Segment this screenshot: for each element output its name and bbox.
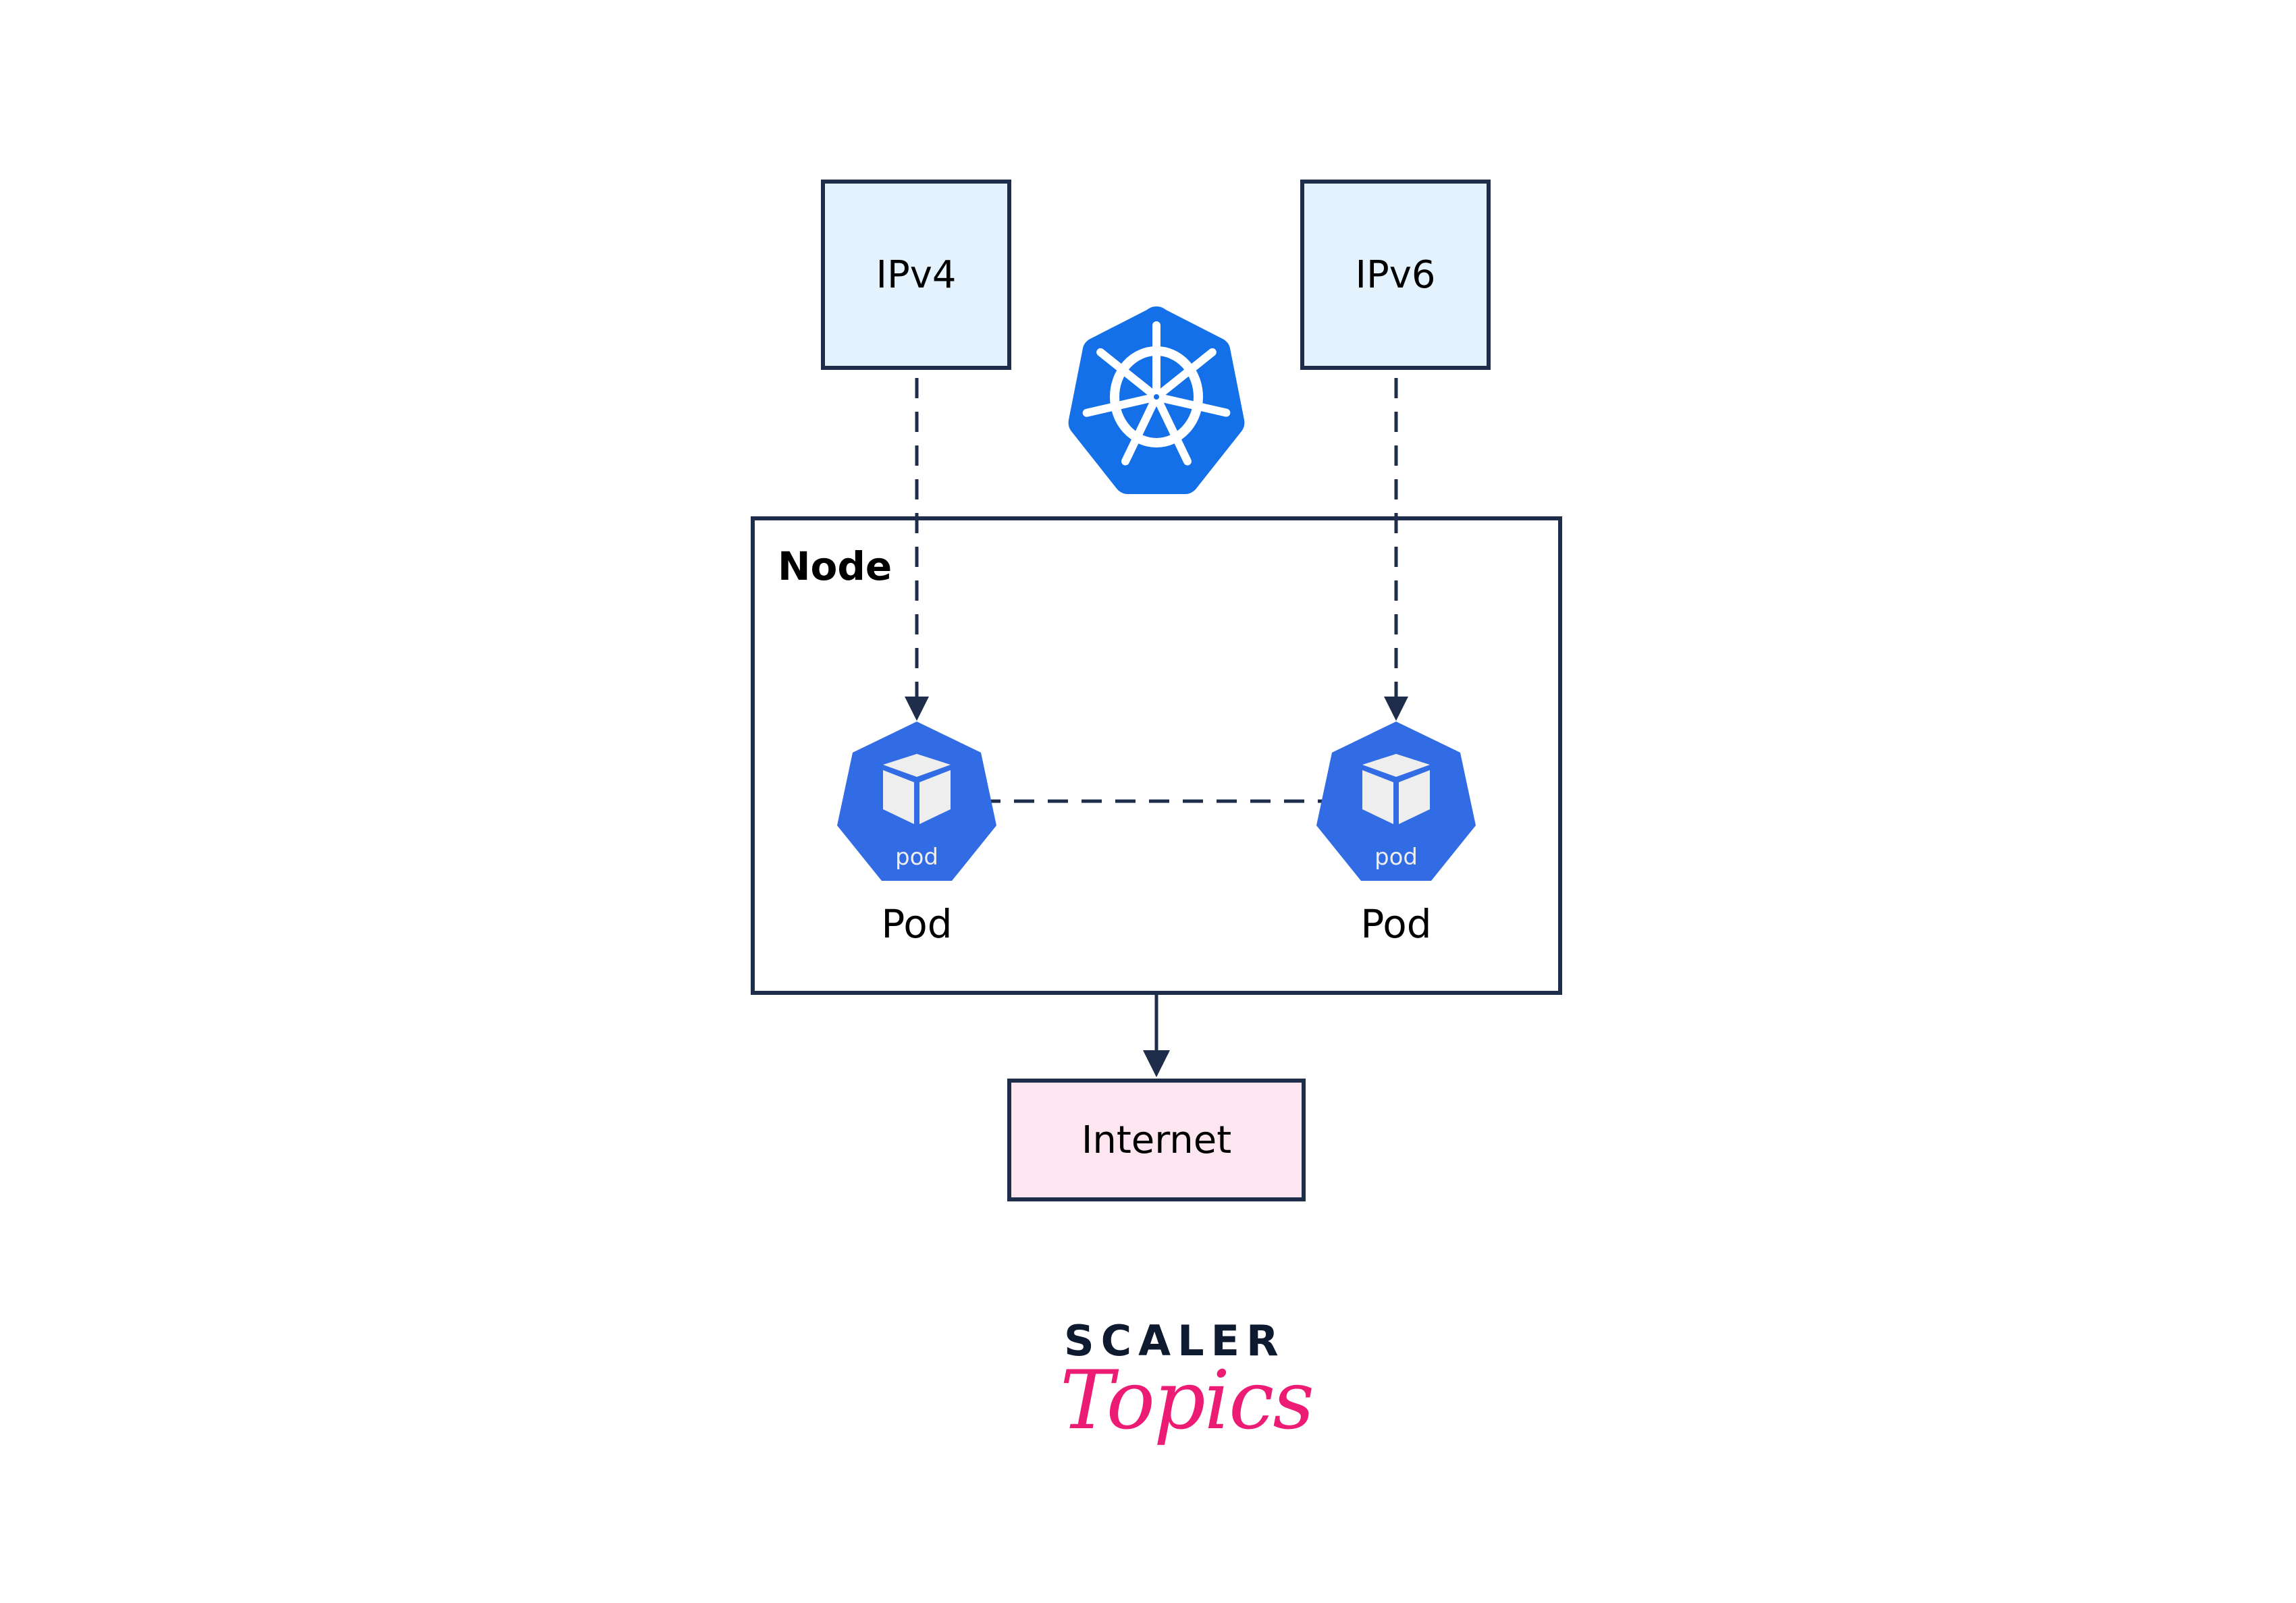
- pod-right-label: Pod: [1360, 901, 1432, 947]
- internet-box: Internet: [1007, 1079, 1306, 1201]
- pod-left-icon-text: pod: [895, 844, 938, 871]
- arrowhead-icon: [905, 697, 929, 721]
- scaler-topics-logo: SCALER Topics: [1053, 1316, 1314, 1492]
- edge-ipv6-to-pod-right: [1384, 378, 1408, 721]
- ipv6-label: IPv6: [1355, 252, 1436, 297]
- ipv4-box: IPv4: [821, 180, 1011, 370]
- logo-topics-text: Topics: [1060, 1354, 1314, 1448]
- arrowhead-icon: [1384, 697, 1408, 721]
- pod-left-icon: pod: [837, 722, 996, 881]
- arrowhead-icon: [1143, 1050, 1170, 1077]
- edge-ipv4-to-pod-left: [905, 378, 929, 721]
- helm-wheel-icon: [1082, 321, 1231, 466]
- pod-left-label: Pod: [881, 901, 953, 947]
- cube-icon: [883, 754, 951, 824]
- edge-node-to-internet: [1143, 995, 1170, 1077]
- logo-scaler-text: SCALER: [1064, 1316, 1285, 1365]
- internet-label: Internet: [1081, 1118, 1232, 1162]
- pod-right-icon-text: pod: [1374, 844, 1418, 871]
- cube-icon: [1362, 754, 1430, 824]
- node-label: Node: [778, 543, 892, 589]
- ipv6-box: IPv6: [1300, 180, 1491, 370]
- kubernetes-logo-icon: [1068, 306, 1245, 494]
- ipv4-label: IPv4: [876, 252, 957, 297]
- pod-right-icon: pod: [1316, 722, 1476, 881]
